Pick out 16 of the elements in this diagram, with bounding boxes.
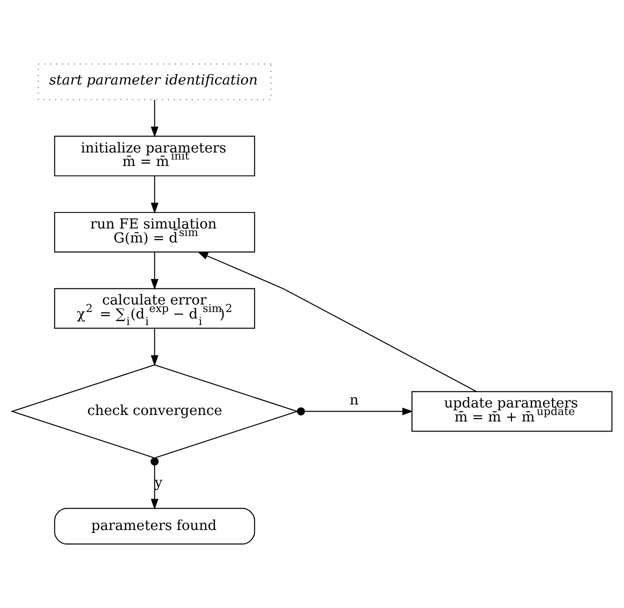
arrow: [150, 99, 158, 138]
arrow: [150, 457, 159, 510]
edge-label: y: [154, 474, 162, 491]
node-box: parameters found: [54, 508, 256, 545]
node-box: calculate error χ$^{2}$ = ∑$_{i}$(d$_{i}$$^{exp}$ − d$_{i}$$^{sim}$)$^{2}$: [54, 288, 256, 329]
node-box: run FE simulation G(m̄) = d̄$^{sim}$: [54, 212, 256, 253]
node-box: initialize parameters m̄ = m̄$^{init}$: [54, 136, 256, 176]
arrow: [150, 252, 158, 290]
arrow: [150, 176, 158, 214]
arrow: [296, 407, 414, 416]
edge-label: n: [350, 392, 359, 409]
node-box: start parameter identification: [38, 63, 272, 100]
arrow: [197, 252, 477, 392]
node-diamond: check convergence: [10, 364, 299, 458]
arrow: [150, 328, 158, 366]
node-box: update parameters m̄ = m̄ + m̄$^{update}$: [411, 391, 612, 432]
